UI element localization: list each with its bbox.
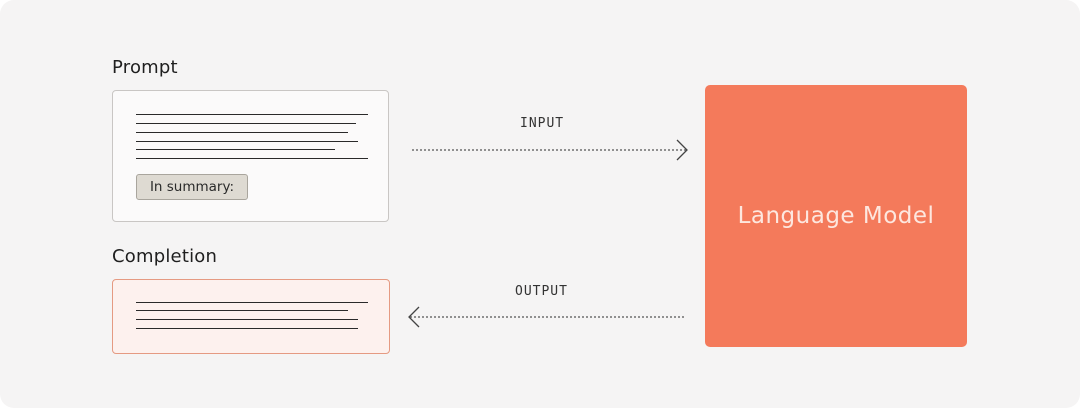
input-arrow — [412, 139, 688, 161]
completion-label: Completion — [112, 246, 218, 267]
prompt-text-line — [136, 114, 368, 115]
completion-box — [112, 279, 390, 354]
language-model-block: Language Model — [705, 85, 967, 347]
prompt-box: In summary: — [112, 90, 389, 222]
prompt-text-line — [136, 141, 358, 142]
in-summary-tag: In summary: — [136, 174, 248, 200]
prompt-label: Prompt — [112, 57, 178, 78]
prompt-text-line — [136, 158, 368, 159]
completion-text-line — [136, 328, 358, 329]
prompt-text-line — [136, 123, 356, 124]
prompt-text-line — [136, 149, 335, 150]
output-arrow-label: OUTPUT — [515, 284, 568, 299]
completion-text-line — [136, 310, 348, 311]
output-arrow — [408, 306, 684, 328]
completion-text-line — [136, 319, 358, 320]
language-model-title: Language Model — [737, 203, 935, 229]
input-arrow-label: INPUT — [520, 116, 565, 131]
completion-text-line — [136, 302, 368, 303]
prompt-text-line — [136, 132, 348, 133]
